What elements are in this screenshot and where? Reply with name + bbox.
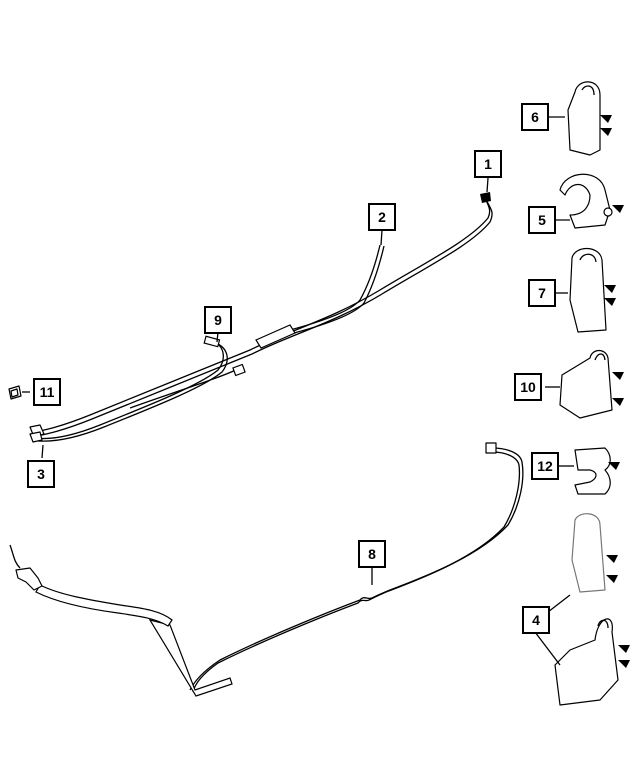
part-5-clip	[559, 173, 624, 229]
callout-5: 5	[528, 206, 556, 234]
callout-4: 4	[522, 606, 550, 634]
callout-6: 6	[521, 103, 549, 131]
callout-12: 12	[531, 452, 559, 480]
part-11-clip	[8, 385, 22, 400]
callout-8: 8	[358, 540, 386, 568]
callout-11: 11	[33, 378, 61, 406]
callout-1: 1	[474, 150, 502, 178]
part-7-clip	[569, 247, 616, 333]
callout-3: 3	[27, 460, 55, 488]
part-4-clip	[554, 618, 630, 706]
part-10-clip	[559, 349, 624, 419]
callout-10: 10	[514, 373, 542, 401]
part-12-clip	[574, 447, 620, 495]
leader-lines	[22, 116, 574, 666]
part-4-clip-unmarked	[571, 513, 618, 593]
callout-2: 2	[368, 203, 396, 231]
upper-tube-assembly	[29, 192, 493, 443]
lower-tube-assembly	[9, 442, 524, 697]
callout-9: 9	[204, 306, 232, 334]
callout-7: 7	[528, 279, 556, 307]
part-6-clip	[567, 81, 612, 156]
